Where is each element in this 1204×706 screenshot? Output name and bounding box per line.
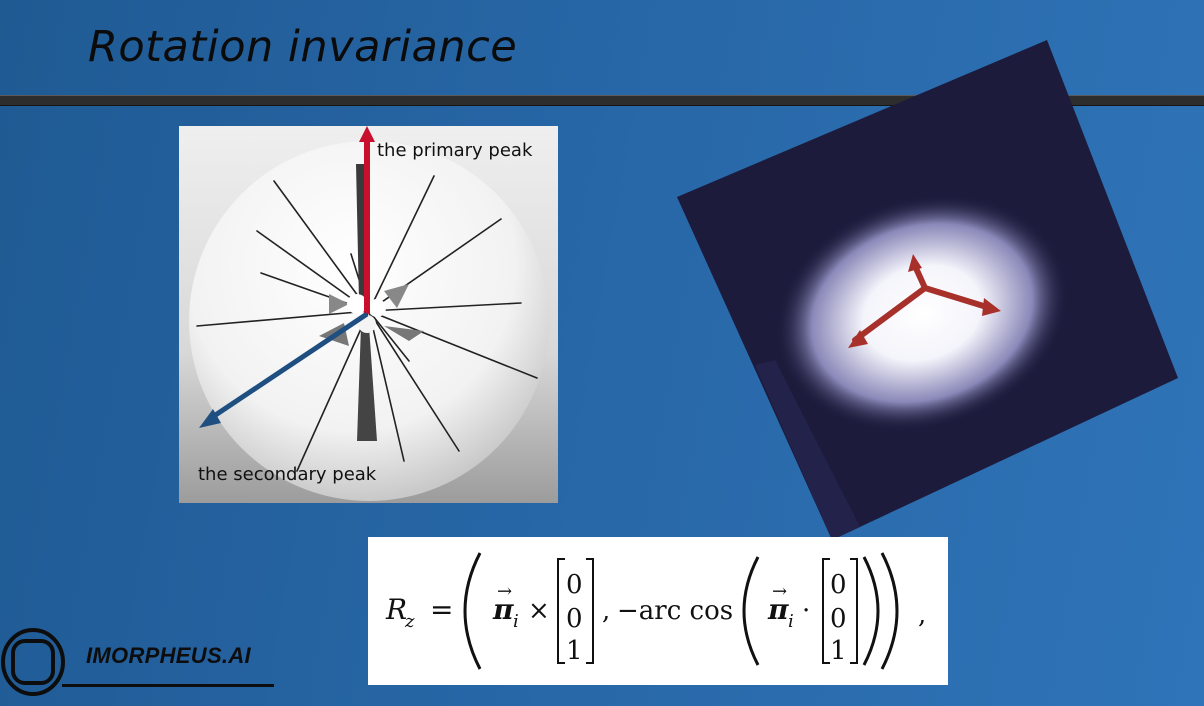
light-glow: [774, 194, 1070, 432]
formula-arccos: −arc cos: [617, 596, 733, 626]
column-entry-2: 0: [566, 604, 583, 634]
column-entry-1: 0: [566, 570, 583, 600]
column2-entry-1: 0: [830, 570, 847, 600]
formula-graphic: R z = π → i × 0 0 1 , −arc cos π → i · 0…: [385, 552, 926, 670]
logo-underline: [62, 684, 274, 687]
formula-bracket-left-2: [822, 558, 830, 664]
peak-spikes: [196, 175, 538, 472]
formula-dot: ·: [802, 596, 810, 626]
formula-vector-subscript-2: i: [788, 611, 794, 632]
column2-entry-2: 0: [830, 604, 847, 634]
formula-comma: ,: [602, 596, 610, 626]
logo-wordmark: IMORPHEUS.AI: [86, 643, 251, 668]
rotated-cube-figure: [660, 30, 1200, 550]
imorpheus-logo-icon: [1, 628, 65, 696]
rotation-formula: R z = π → i × 0 0 1 , −arc cos π → i · 0…: [368, 537, 948, 685]
column-entry-3: 1: [566, 636, 583, 666]
formula-vector-pi-2: π: [767, 593, 789, 626]
formula-bracket-right-1: [586, 558, 594, 664]
formula-equals: =: [430, 593, 453, 626]
column2-entry-3: 1: [830, 636, 847, 666]
svg-text:→: →: [497, 581, 512, 602]
formula-trailing-comma: ,: [918, 600, 926, 630]
cube-illustration: [677, 40, 1178, 540]
sphere-figure: [179, 126, 558, 503]
formula-lhs: R: [385, 593, 407, 626]
formula-bracket-left-1: [557, 558, 565, 664]
axis-tripod: [852, 263, 993, 343]
formula-inner-left-paren: [742, 556, 760, 666]
sphere-illustration: [189, 126, 549, 501]
title-divider: [0, 95, 1204, 106]
primary-peak-arrow: [359, 126, 375, 314]
secondary-peak-arrow: [199, 311, 369, 428]
formula-times: ×: [528, 596, 550, 626]
svg-text:→: →: [772, 581, 787, 602]
formula-inner-right-paren: [862, 556, 880, 666]
formula-lhs-subscript: z: [404, 611, 415, 632]
formula-right-paren: [880, 552, 899, 670]
primary-peak-label: the primary peak: [377, 140, 533, 161]
slide-title: Rotation invariance: [88, 22, 518, 72]
secondary-peak-label: the secondary peak: [198, 464, 377, 485]
formula-left-paren: [463, 552, 482, 670]
tripod-arrowheads: [848, 254, 1001, 348]
formula-vector-subscript: i: [513, 611, 519, 632]
formula-bracket-right-2: [850, 558, 858, 664]
formula-vector-pi: π: [492, 593, 514, 626]
